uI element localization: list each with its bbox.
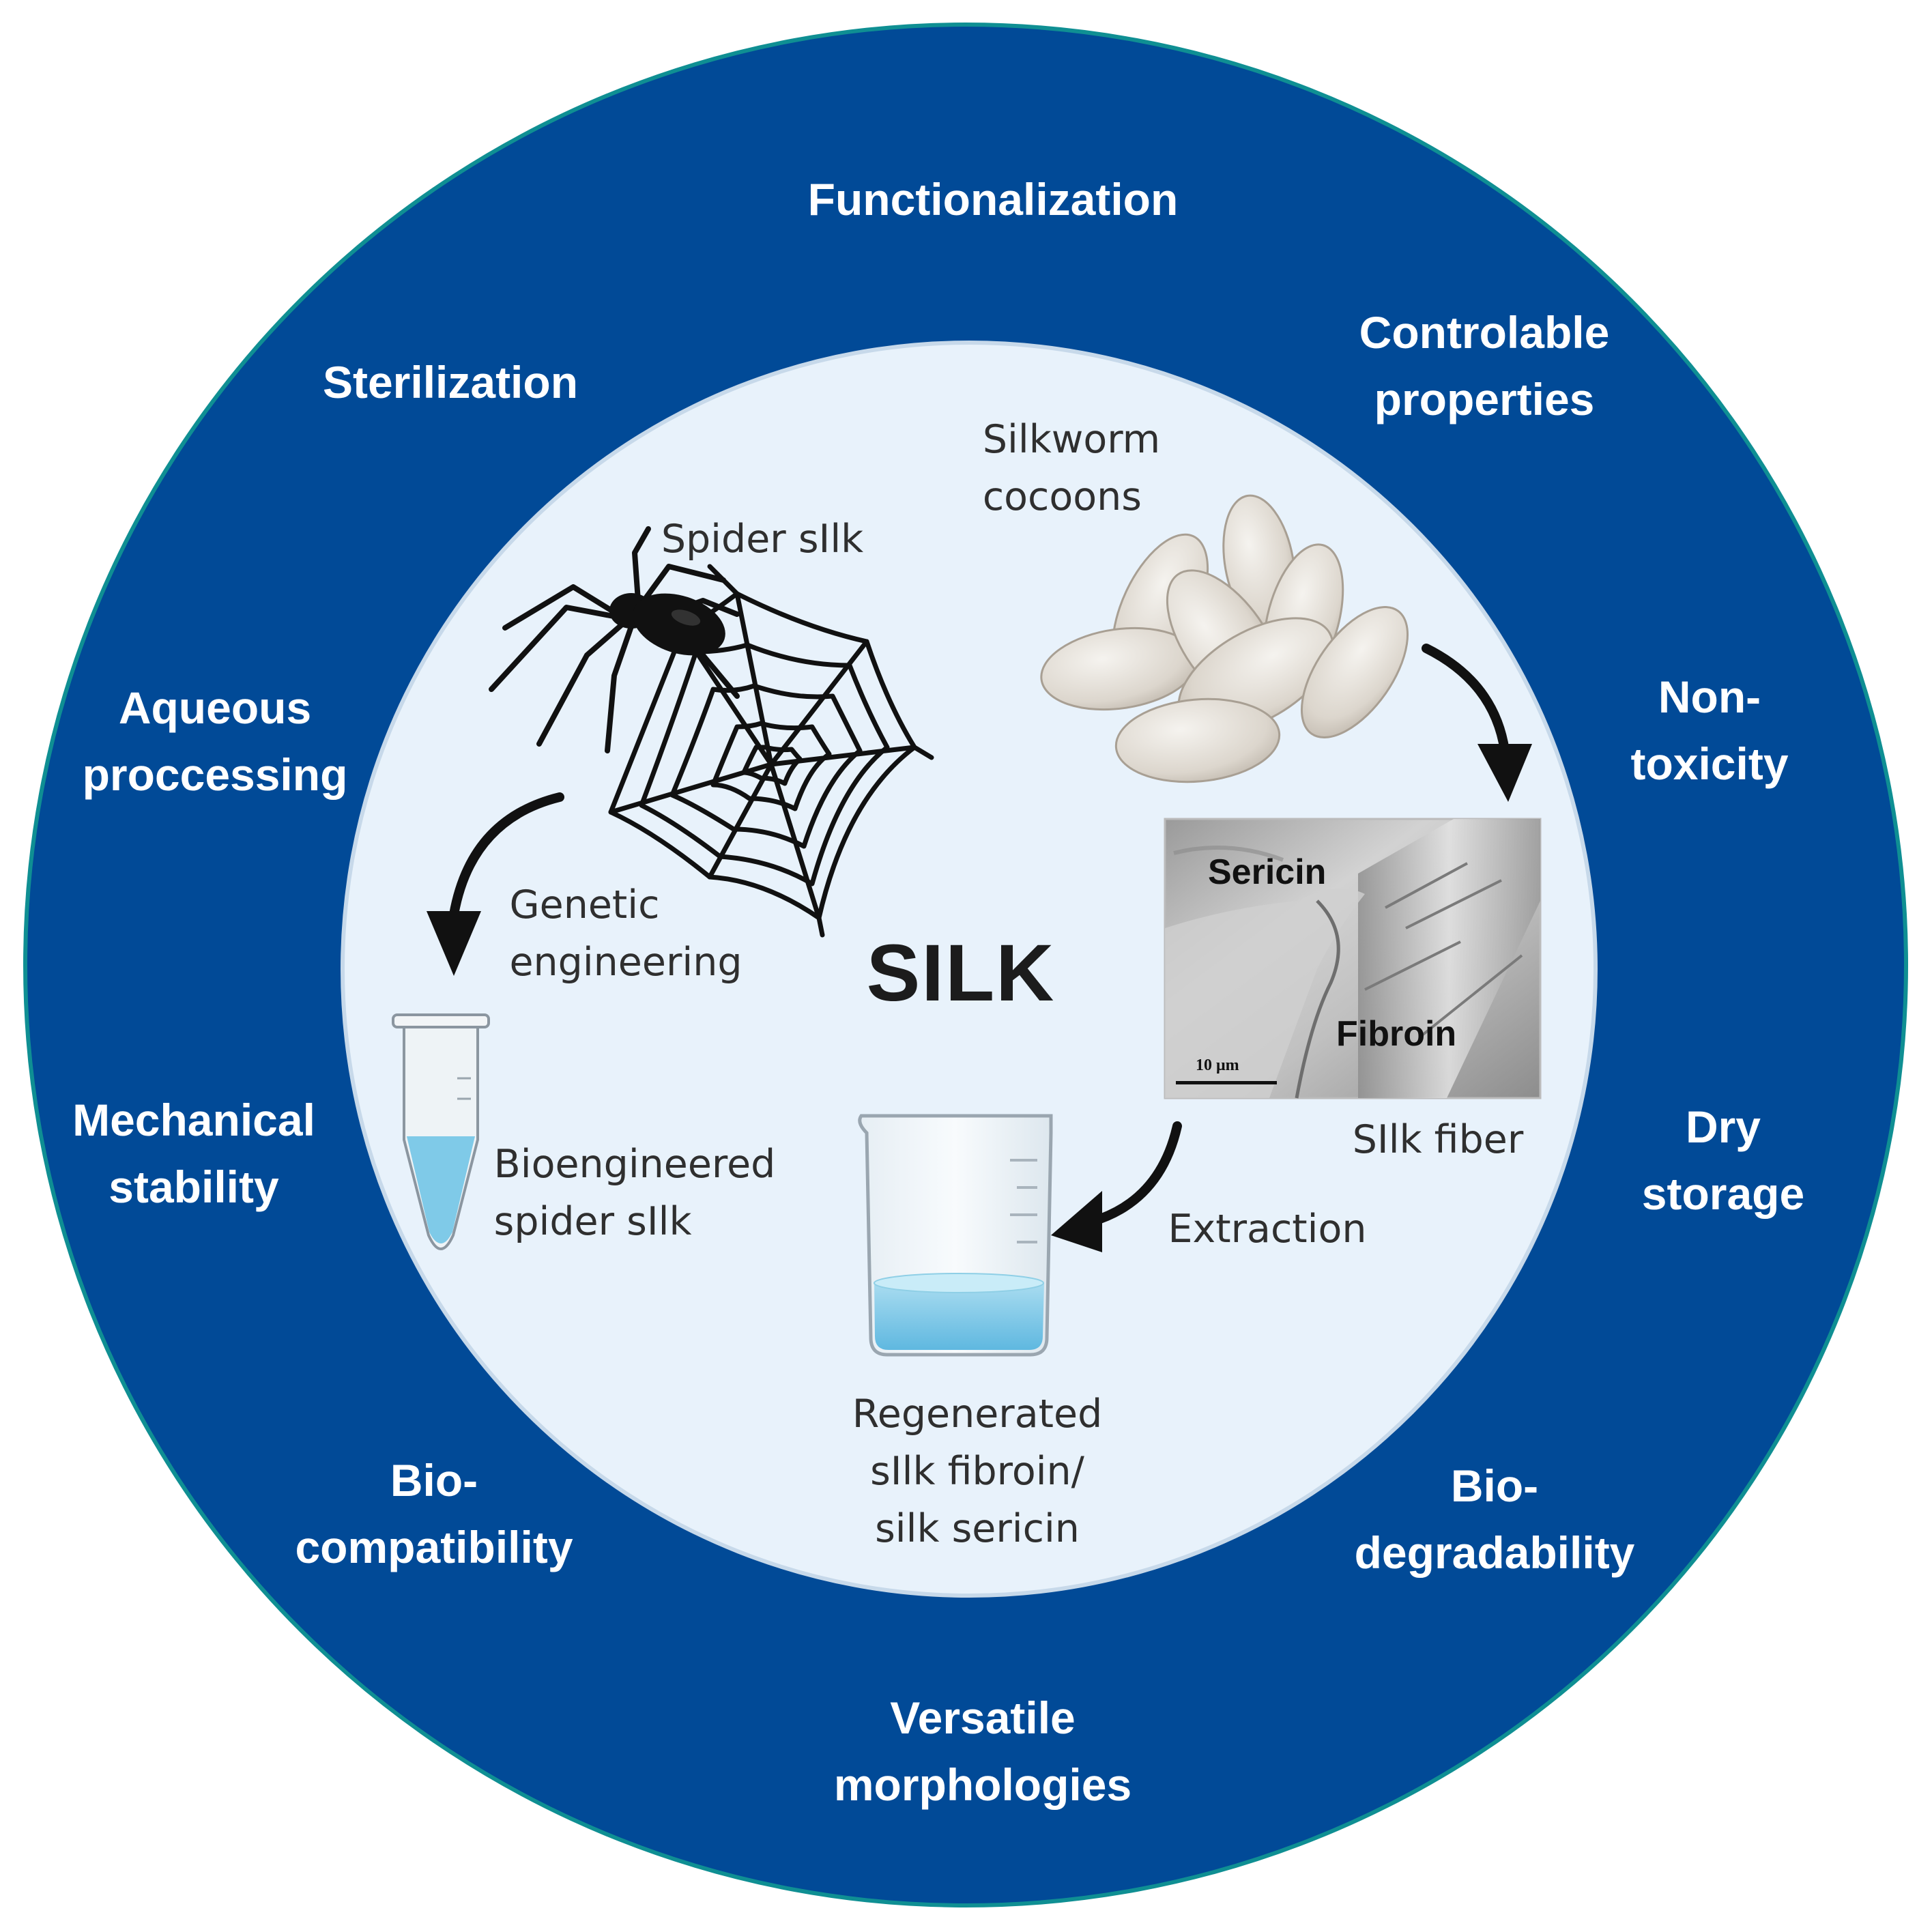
spider-icon xyxy=(489,526,740,753)
ring-label-dry-storage: Dry storage xyxy=(1641,1101,1805,1219)
beaker-icon xyxy=(858,1114,1053,1357)
ring-label-aqueous-processing: Aqueous proccessing xyxy=(82,682,348,800)
microtube-icon xyxy=(392,1013,490,1251)
sem-micrograph xyxy=(1164,818,1542,1099)
label-silk-fiber: SIlk fiber xyxy=(1352,1117,1524,1162)
label-regenerated-silk: Regenerated sIlk fibroin/ silk sericin xyxy=(852,1392,1103,1551)
label-spider-silk: Spider sIlk xyxy=(661,517,864,562)
ring-label-functionalization: Functionalization xyxy=(807,174,1179,225)
label-bioengineered-spider-silk: Bioengineered spider sIlk xyxy=(493,1142,776,1244)
center-title: SILK xyxy=(866,928,1056,1018)
ring-label-versatile-morphologies: Versatile morphologies xyxy=(833,1693,1132,1810)
label-silkworm-cocoons: Silkworm cocoons xyxy=(982,417,1161,519)
sem-label-sericin: Sericin xyxy=(1208,852,1327,892)
ring-label-biodegradability: Bio- degradability xyxy=(1354,1460,1635,1578)
ring-label-non-toxicity: Non- toxicity xyxy=(1630,672,1789,789)
label-genetic-engineering: Genetic engineering xyxy=(509,882,742,985)
ring-label-biocompatibility: Bio- compatibility xyxy=(295,1455,573,1572)
ring-label-mechanical-stability: Mechanical stability xyxy=(72,1095,315,1212)
sem-label-fibroin: Fibroin xyxy=(1336,1014,1457,1054)
arrow-heads xyxy=(427,744,1532,1252)
ring-label-controlable-properties: Controlable properties xyxy=(1359,307,1610,424)
arrow-icon xyxy=(449,644,1510,1226)
cocoons-icon xyxy=(1040,494,1409,783)
sem-scale-bar-label: 10 μm xyxy=(1196,1056,1239,1074)
ring-label-sterilization: Sterilization xyxy=(322,357,579,407)
label-extraction: Extraction xyxy=(1168,1207,1367,1252)
